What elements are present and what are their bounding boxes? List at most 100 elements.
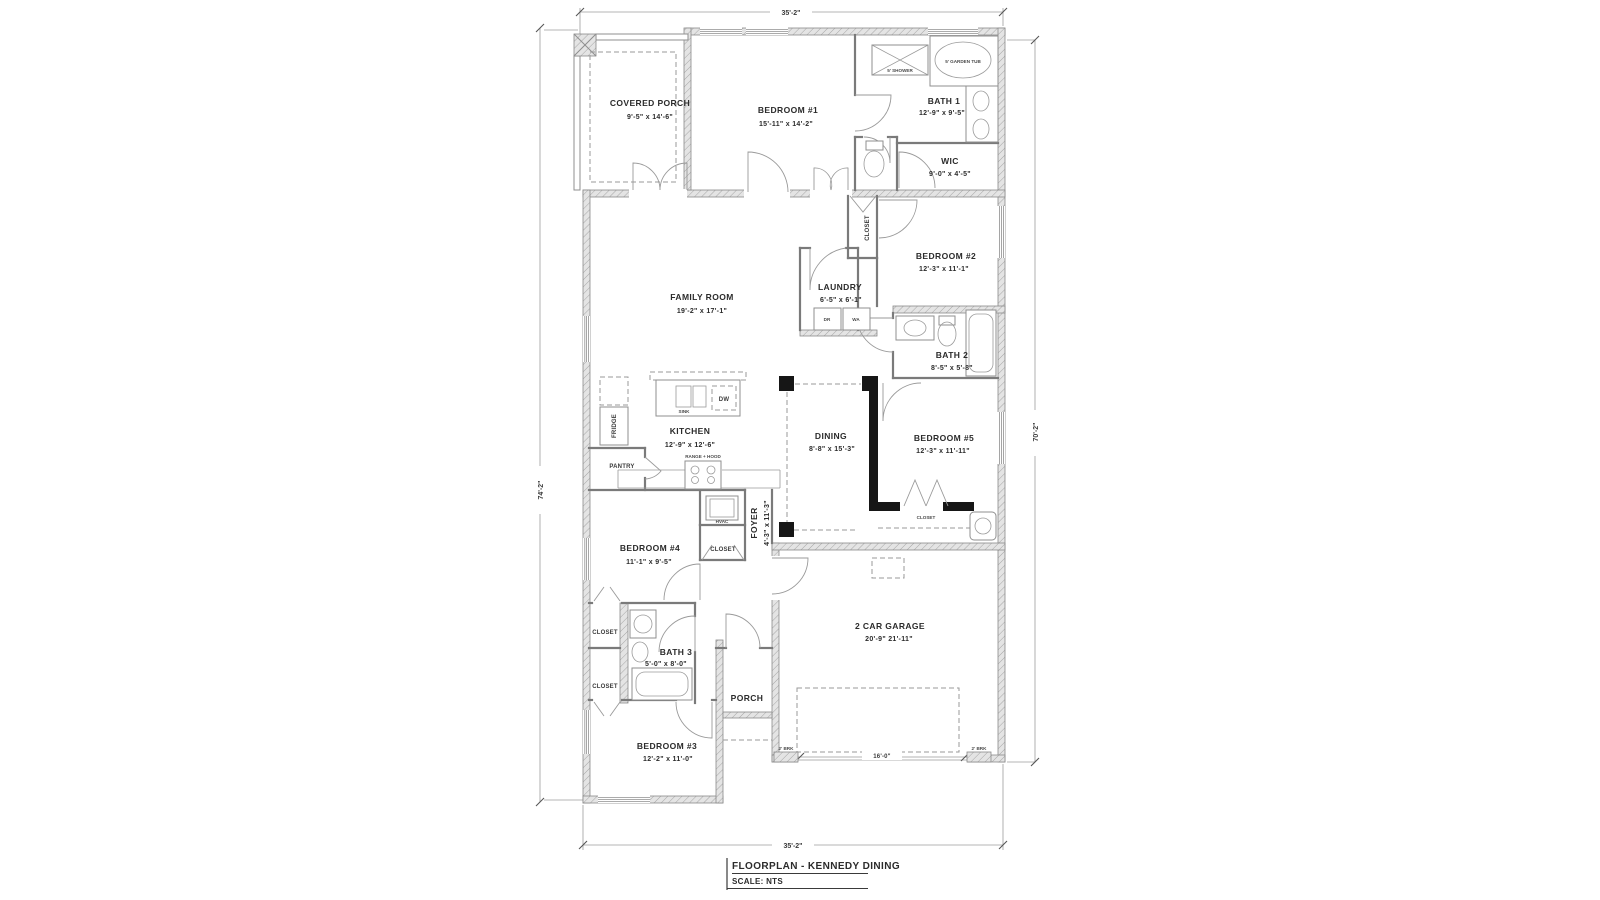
room-label-bath1: BATH 1 12'-9" x 9'-5" bbox=[919, 96, 965, 117]
door-icon bbox=[658, 615, 696, 653]
room-name: BATH 2 bbox=[936, 350, 968, 360]
room-dims: 12'-3" x 11'-1" bbox=[919, 266, 969, 273]
toilet-icon bbox=[865, 140, 884, 151]
washer-label: WA bbox=[852, 317, 860, 322]
door-icon bbox=[813, 167, 833, 191]
room-label-bath3: BATH 3 5'-0" x 8'-0" bbox=[645, 647, 692, 668]
door-icon bbox=[747, 151, 789, 193]
door-icon bbox=[809, 247, 847, 291]
room-dims: 11'-1" x 9'-5" bbox=[626, 559, 672, 566]
kitchen-fixtures: SINK DW FRIDGE RANGE + HOOD bbox=[599, 371, 781, 490]
bath3-fixtures bbox=[629, 609, 693, 701]
room-name: BATH 3 bbox=[660, 647, 692, 657]
dim-top: 35'-2" bbox=[782, 10, 801, 17]
laundry-fixtures: DR WA bbox=[813, 307, 871, 331]
covered-porch-structure bbox=[573, 33, 689, 191]
window-icon bbox=[997, 412, 1005, 464]
room-name: LAUNDRY bbox=[818, 282, 862, 292]
water-heater-icon bbox=[969, 511, 997, 541]
door-icon bbox=[878, 199, 918, 239]
room-label-covered-porch: COVERED PORCH 9'-5" x 14'-6" bbox=[610, 98, 690, 121]
toilet-icon bbox=[938, 315, 956, 326]
dishwasher-label: DW bbox=[719, 397, 730, 403]
door-icon bbox=[675, 701, 713, 739]
sink-icon bbox=[675, 385, 692, 408]
room-label-bedroom2: BEDROOM #2 12'-3" x 11'-1" bbox=[916, 251, 976, 273]
window-icon bbox=[700, 27, 742, 35]
sink-label: SINK bbox=[679, 409, 691, 414]
room-name: BEDROOM #1 bbox=[758, 105, 818, 115]
room-dims: 12'-2" x 11'-0" bbox=[643, 756, 693, 763]
doors bbox=[593, 94, 936, 739]
room-name: FAMILY ROOM bbox=[670, 292, 733, 302]
room-label-kitchen: KITCHEN 12'-9" x 12'-6" bbox=[665, 426, 715, 449]
closet-label: CLOSET bbox=[710, 547, 736, 553]
window-icon bbox=[583, 316, 590, 362]
room-dims: 12'-9" x 9'-5" bbox=[919, 110, 965, 117]
room-name: BEDROOM #2 bbox=[916, 251, 976, 261]
shower-label: 5' SHOWER bbox=[887, 68, 913, 73]
window-icon bbox=[583, 710, 590, 754]
room-dims: 20'-9" 21'-11" bbox=[865, 636, 913, 643]
door-icon bbox=[829, 167, 849, 191]
bifold-door-icon bbox=[849, 195, 877, 213]
room-dims: 19'-2" x 17'-1" bbox=[677, 308, 727, 315]
room-name: PORCH bbox=[731, 693, 764, 703]
door-icon bbox=[854, 94, 892, 132]
window-icon bbox=[997, 206, 1005, 258]
hvac-label: HVAC bbox=[716, 519, 729, 524]
room-dims: 4'-3" x 11'-3" bbox=[764, 500, 771, 546]
room-label-laundry: LAUNDRY 6'-5" x 6'-1" bbox=[818, 282, 862, 304]
range-hood-label: RANGE + HOOD bbox=[685, 454, 721, 459]
bath2-fixtures bbox=[895, 309, 997, 377]
hvac-unit-icon bbox=[705, 495, 739, 521]
room-dims: 8'-8" x 15'-3" bbox=[809, 446, 855, 453]
door-icon bbox=[898, 151, 936, 189]
room-label-bedroom5: BEDROOM #5 12'-3" x 11'-11" bbox=[914, 433, 974, 455]
window-icon bbox=[598, 795, 650, 803]
closet-label: CLOSET bbox=[865, 215, 871, 241]
door-icon bbox=[771, 557, 809, 595]
room-name: WIC bbox=[941, 156, 959, 166]
room-label-garage: 2 CAR GARAGE 20'-9" 21'-11" bbox=[855, 621, 925, 643]
room-name: DINING bbox=[815, 431, 847, 441]
room-dims: 9'-0" x 4'-5" bbox=[929, 171, 971, 178]
windows bbox=[583, 27, 1005, 803]
room-label-porch: PORCH bbox=[731, 693, 764, 703]
window-icon bbox=[928, 27, 978, 35]
bath1-fixtures: 5' SHOWER 5' GARDEN TUB bbox=[863, 35, 999, 178]
dimension-lines: 35'-2" 35'-2" 74'-2" 70'-2" bbox=[533, 5, 1041, 850]
door-icon bbox=[725, 613, 761, 649]
room-label-wic: WIC 9'-0" x 4'-5" bbox=[929, 156, 971, 178]
room-name: BEDROOM #3 bbox=[637, 741, 697, 751]
closet-label: CLOSET bbox=[917, 515, 936, 520]
fridge-icon bbox=[599, 406, 629, 446]
garage-door-dim: 16'-0" bbox=[873, 754, 890, 760]
toilet-icon bbox=[631, 641, 649, 663]
closet-labels: CLOSET CLOSET CLOSET CLOSET CLOSET PANTR… bbox=[592, 215, 935, 690]
room-dims: 15'-11" x 14'-2" bbox=[759, 121, 813, 128]
bifold-door-icon bbox=[701, 544, 745, 561]
drawing-title: FLOORPLAN - KENNEDY DINING bbox=[732, 861, 900, 872]
room-dims: 12'-3" x 11'-11" bbox=[916, 448, 970, 455]
room-name: 2 CAR GARAGE bbox=[855, 621, 925, 631]
window-icon bbox=[583, 538, 590, 580]
dim-left: 74'-2" bbox=[538, 481, 545, 500]
room-dims: 12'-9" x 12'-6" bbox=[665, 442, 715, 449]
garden-tub-label: 5' GARDEN TUB bbox=[945, 59, 981, 64]
room-label-foyer: FOYER 4'-3" x 11'-3" bbox=[749, 500, 771, 546]
room-dims: 8'-5" x 5'-8" bbox=[931, 365, 973, 372]
room-name: BEDROOM #4 bbox=[620, 543, 680, 553]
closet-label: CLOSET bbox=[592, 630, 618, 636]
room-label-bedroom4: BEDROOM #4 11'-1" x 9'-5" bbox=[620, 543, 680, 566]
hvac-fixture: HVAC bbox=[705, 495, 739, 524]
room-name: FOYER bbox=[749, 507, 759, 538]
brick-label-left: 2' BRK bbox=[779, 746, 795, 751]
room-name: KITCHEN bbox=[670, 426, 711, 436]
sink-icon bbox=[633, 614, 653, 634]
room-dims: 9'-5" x 14'-6" bbox=[627, 114, 673, 121]
room-label-bedroom1: BEDROOM #1 15'-11" x 14'-2" bbox=[758, 105, 818, 128]
dim-right: 70'-2" bbox=[1033, 423, 1040, 442]
door-icon bbox=[663, 563, 701, 601]
